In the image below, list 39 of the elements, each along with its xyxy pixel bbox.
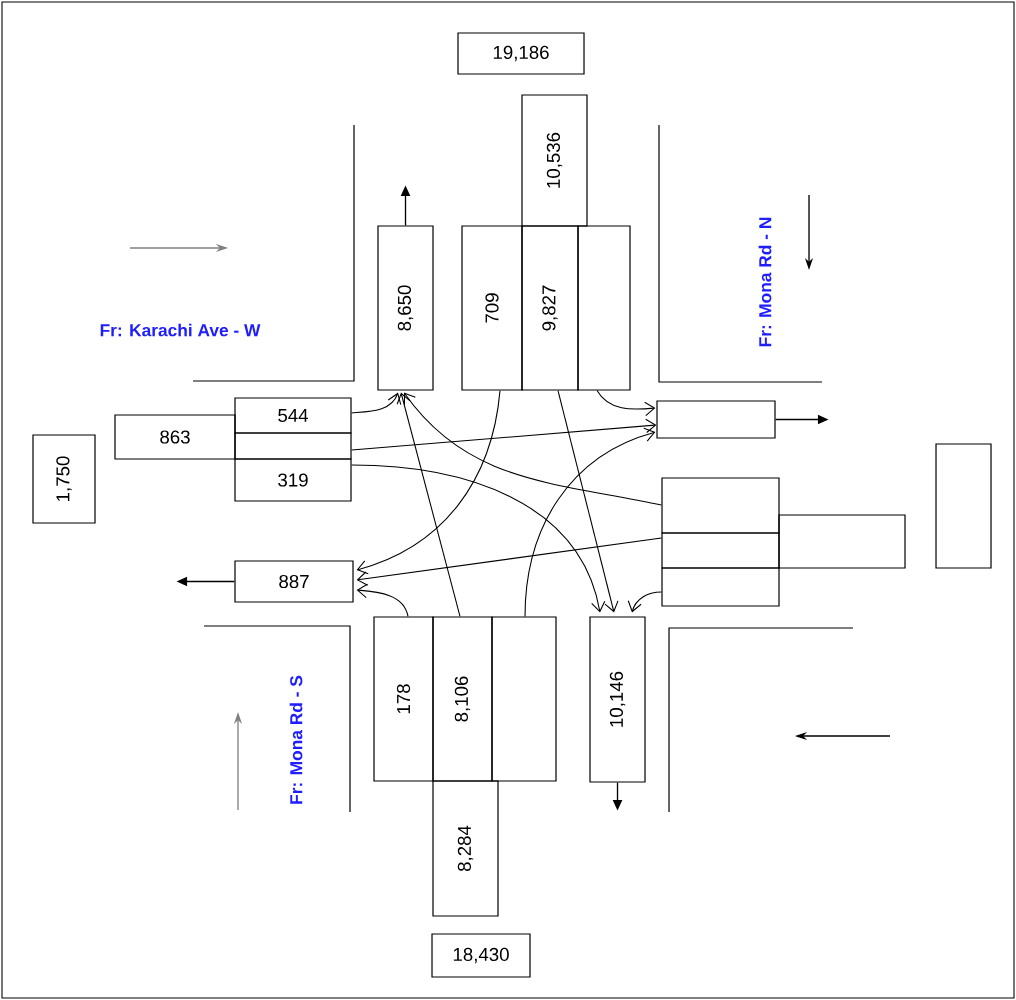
turning-arrow — [403, 392, 662, 506]
lane-box — [656, 400, 776, 439]
count-box: 8,106 — [432, 616, 493, 782]
count-box: 544 — [234, 397, 352, 434]
lane-box — [491, 616, 557, 782]
turning-arrow — [351, 464, 606, 613]
lane-box — [661, 477, 780, 534]
lane-box — [778, 514, 906, 569]
turning-arrow — [627, 591, 662, 613]
count-box: 709 — [461, 225, 523, 391]
lane-box — [234, 432, 352, 460]
count-box: 178 — [373, 616, 434, 782]
turning-arrow — [557, 390, 619, 613]
turning-arrow — [356, 537, 662, 586]
lane-box — [661, 567, 780, 607]
turning-arrow — [356, 390, 501, 575]
street-label: Fr: Karachi Ave - W — [100, 323, 261, 337]
lane-box — [577, 225, 631, 391]
count-box: 863 — [114, 414, 236, 460]
street-label: Fr: Mona Rd - S — [289, 675, 303, 804]
count-box: 1,750 — [32, 434, 96, 524]
street-label: Fr: Mona Rd - N — [758, 217, 772, 347]
count-box: 10,536 — [521, 94, 588, 227]
turning-arrow — [351, 418, 657, 451]
turning-arrow — [396, 392, 461, 617]
turning-arrow — [356, 583, 409, 617]
count-box: 887 — [234, 560, 354, 603]
count-box: 10,146 — [589, 616, 646, 783]
count-box: 9,827 — [521, 225, 579, 391]
count-box: 8,284 — [432, 780, 499, 917]
turning-arrow — [596, 390, 656, 417]
count-box: 8,650 — [377, 225, 434, 391]
turning-arrow — [524, 427, 656, 617]
count-box: 18,430 — [431, 933, 531, 978]
count-box: 319 — [234, 458, 352, 502]
lane-box — [661, 532, 780, 569]
count-box: 19,186 — [457, 32, 585, 75]
lane-box — [935, 443, 992, 569]
turning-arrow — [351, 392, 402, 414]
